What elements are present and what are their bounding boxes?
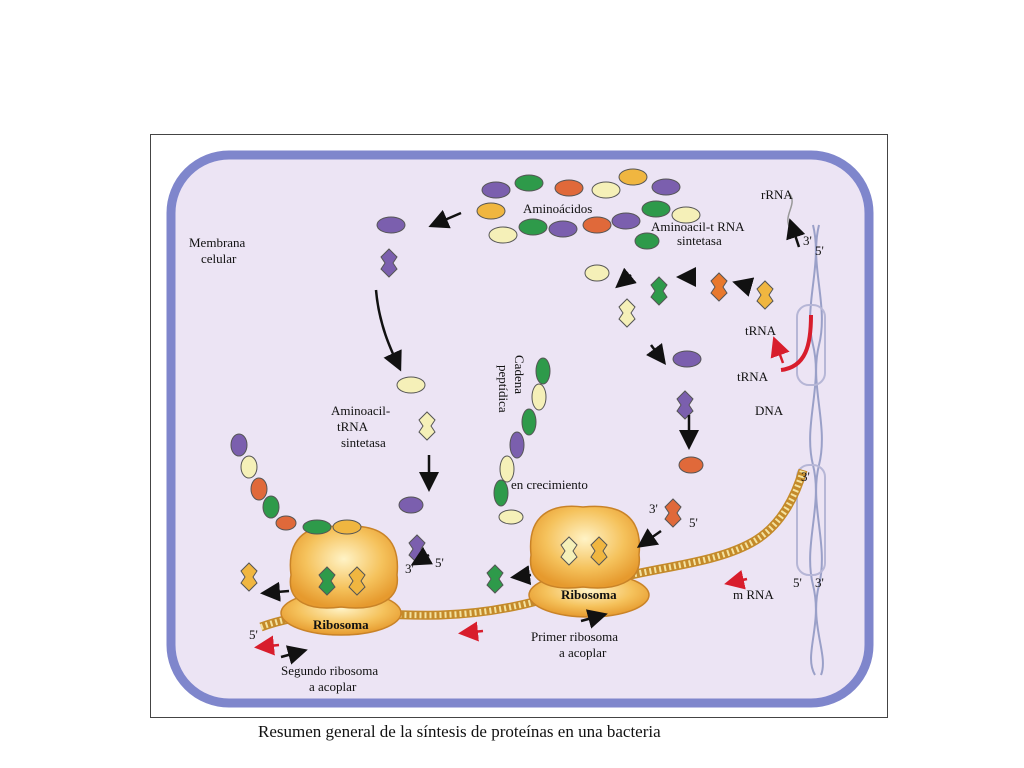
label-five-prime-a: 5' xyxy=(815,243,824,258)
label-five-prime-c: 5' xyxy=(435,555,444,570)
label-aminoacil-top-1: Aminoacil-t RNA xyxy=(651,219,745,234)
label-membrana-1: Membrana xyxy=(189,235,246,250)
label-primer-2: a acoplar xyxy=(559,645,607,660)
label-three-prime-d: 3' xyxy=(801,469,810,484)
amino-acid-cluster xyxy=(476,168,701,244)
label-peptidica: peptídica xyxy=(496,365,511,413)
label-ribosoma-1: Ribosoma xyxy=(561,587,617,602)
ribosome-left xyxy=(280,525,402,636)
label-aminoacidos: Aminoácidos xyxy=(523,201,592,216)
label-five-prime-b: 5' xyxy=(689,515,698,530)
ribosome-middle xyxy=(528,505,650,618)
label-aminoacil-mid-1: Aminoacil- xyxy=(331,403,390,418)
growing-peptide-chain xyxy=(493,357,551,525)
label-ribosoma-2: Ribosoma xyxy=(313,617,369,632)
label-primer-1: Primer ribosoma xyxy=(531,629,618,644)
figure-caption: Resumen general de la síntesis de proteí… xyxy=(258,722,661,741)
red-arrows xyxy=(254,336,790,656)
label-aminoacil-top-2: sintetasa xyxy=(677,233,722,248)
label-five-prime-d: 5' xyxy=(793,575,802,590)
label-three-prime-a: 3' xyxy=(803,233,812,248)
label-three-prime-c: 3' xyxy=(405,561,414,576)
label-segundo-2: a acoplar xyxy=(309,679,357,694)
label-mrna: m RNA xyxy=(733,587,774,602)
left-peptide-chain xyxy=(230,433,362,535)
label-dna: DNA xyxy=(755,403,784,418)
label-three-prime-e: 3' xyxy=(815,575,824,590)
flow-arrows xyxy=(260,209,755,665)
label-cadena: Cadena xyxy=(512,355,527,394)
dna-helix xyxy=(796,224,826,676)
label-aminoacil-mid-2: tRNA xyxy=(337,419,369,434)
label-rrna: rRNA xyxy=(761,187,793,202)
label-five-prime-e: 5' xyxy=(249,627,258,642)
label-aminoacil-mid-3: sintetasa xyxy=(341,435,386,450)
rrna-arrow xyxy=(786,218,806,248)
label-en-crecimiento: en crecimiento xyxy=(511,477,588,492)
label-three-prime-b: 3' xyxy=(649,501,658,516)
protein-synthesis-diagram: Membrana celular Aminoácidos Aminoacil-t… xyxy=(166,150,874,708)
label-segundo-1: Segundo ribosoma xyxy=(281,663,378,678)
label-trna-1: tRNA xyxy=(745,323,777,338)
diagram-frame: Membrana celular Aminoácidos Aminoacil-t… xyxy=(150,134,888,718)
trna-red-strand xyxy=(780,314,813,372)
label-membrana-2: celular xyxy=(201,251,237,266)
label-trna-2: tRNA xyxy=(737,369,769,384)
trna-floating xyxy=(240,216,774,596)
